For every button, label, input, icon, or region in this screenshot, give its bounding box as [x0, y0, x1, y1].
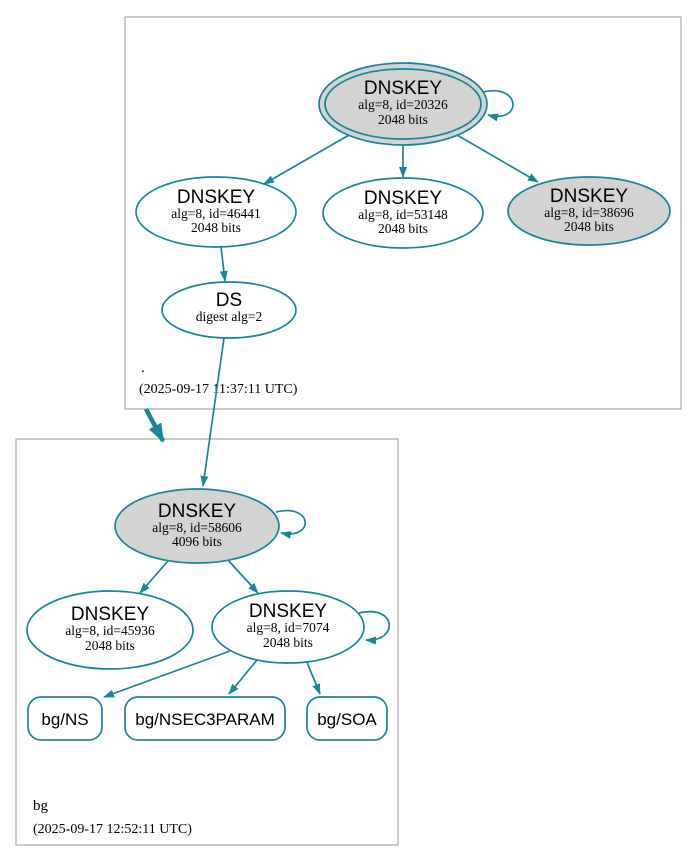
ds-title: DS — [216, 290, 242, 311]
ds-detail: digest alg=2 — [196, 309, 262, 324]
rrset-bg-nsec3param-label: bg/NSEC3PARAM — [135, 710, 275, 729]
dnskey-58606-ellipse — [114, 488, 280, 564]
ds-ellipse — [161, 281, 297, 339]
dnskey-7074-bits: 2048 bits — [263, 635, 313, 650]
root-zone-timestamp: (2025-09-17 11:37:11 UTC) — [139, 382, 298, 397]
dnskey-46441-ellipse — [135, 176, 297, 248]
dnskey-7074-ellipse — [211, 590, 365, 664]
rrset-bg-ns-rect — [27, 696, 103, 741]
edge-bgksk-to-key7074 — [227, 559, 259, 594]
edge-key7074-self-loop — [358, 610, 391, 645]
dnskey-53148-ellipse — [322, 177, 484, 249]
edge-key7074-to-soa — [305, 659, 321, 695]
dnskey-20326-bits: 2048 bits — [378, 112, 428, 127]
dnskey-node-46441: DNSKEY alg=8, id=46441 2048 bits — [135, 176, 297, 248]
bg-zone-timestamp: (2025-09-17 12:52:11 UTC) — [33, 822, 192, 837]
edge-rootksk-to-key38696 — [456, 134, 539, 183]
dnskey-38696-bits: 2048 bits — [564, 219, 614, 234]
dnskey-46441-title: DNSKEY — [177, 187, 255, 208]
edge-bgksk-self-loop — [275, 509, 306, 539]
dnskey-53148-bits: 2048 bits — [378, 221, 428, 236]
dnskey-45936-title: DNSKEY — [71, 604, 149, 625]
ds-node: DS digest alg=2 — [161, 281, 297, 339]
dnskey-53148-title: DNSKEY — [364, 188, 442, 209]
dnskey-node-38696: DNSKEY alg=8, id=38696 2048 bits — [507, 176, 671, 246]
edge-key7074-to-ns — [103, 650, 231, 698]
root-zone-label: . — [141, 360, 145, 376]
dnskey-38696-title: DNSKEY — [550, 186, 628, 207]
dnskey-20326-outer-ellipse — [318, 62, 488, 146]
dnskey-58606-bits: 4096 bits — [172, 534, 222, 549]
rrset-bg-ns-label: bg/NS — [41, 710, 88, 729]
dnskey-46441-detail: alg=8, id=46441 — [171, 206, 260, 221]
dnskey-38696-detail: alg=8, id=38696 — [544, 205, 634, 220]
edge-ds-to-bgksk — [200, 337, 225, 487]
edge-key46441-to-ds — [219, 246, 228, 282]
dnskey-38696-ellipse — [507, 176, 671, 246]
dnskey-45936-bits: 2048 bits — [85, 638, 135, 653]
dnskey-node-58606-ksk: DNSKEY alg=8, id=58606 4096 bits — [114, 488, 280, 564]
dnskey-node-53148: DNSKEY alg=8, id=53148 2048 bits — [322, 177, 484, 249]
rrset-node-bg-soa: bg/SOA — [306, 696, 388, 741]
edge-root-delegation-to-bg — [144, 407, 165, 443]
dnskey-20326-inner-ellipse — [324, 68, 482, 140]
rrset-bg-nsec3param-rect — [124, 696, 286, 741]
rrset-bg-soa-rect — [306, 696, 388, 741]
dnskey-58606-detail: alg=8, id=58606 — [152, 520, 242, 535]
edge-rootksk-self-loop — [482, 89, 514, 122]
edge-key7074-to-nsec3param — [228, 659, 258, 695]
dnskey-45936-detail: alg=8, id=45936 — [65, 623, 155, 638]
rrset-node-bg-ns: bg/NS — [27, 696, 103, 741]
dnskey-46441-bits: 2048 bits — [191, 220, 241, 235]
dnskey-node-20326-ksk: DNSKEY alg=8, id=20326 2048 bits — [318, 62, 488, 146]
dnskey-7074-detail: alg=8, id=7074 — [247, 620, 330, 635]
dnskey-7074-title: DNSKEY — [249, 601, 327, 622]
dnskey-58606-title: DNSKEY — [158, 501, 236, 522]
dnskey-45936-ellipse — [26, 590, 194, 670]
dnskey-node-7074: DNSKEY alg=8, id=7074 2048 bits — [211, 590, 365, 664]
edge-bgksk-to-key45936 — [139, 560, 169, 594]
dnskey-53148-detail: alg=8, id=53148 — [358, 207, 448, 222]
bg-zone-label: bg — [33, 798, 49, 814]
dnskey-20326-title: DNSKEY — [364, 78, 442, 99]
edge-rootksk-to-key46441 — [263, 134, 350, 185]
rrset-node-bg-nsec3param: bg/NSEC3PARAM — [124, 696, 286, 741]
dnskey-20326-detail: alg=8, id=20326 — [358, 97, 448, 112]
rrset-bg-soa-label: bg/SOA — [317, 710, 377, 729]
dnskey-node-45936: DNSKEY alg=8, id=45936 2048 bits — [26, 590, 194, 670]
